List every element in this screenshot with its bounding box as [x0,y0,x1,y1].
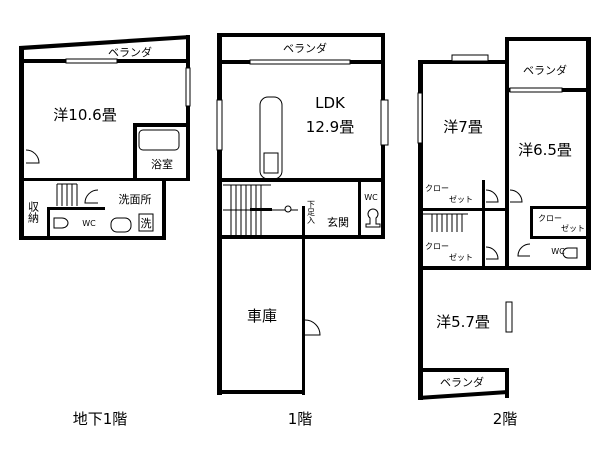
kitchen-counter [259,96,283,180]
bay-window [451,54,489,62]
window [65,58,118,64]
window [417,92,423,144]
window [216,99,223,151]
room-label: 浴室 [151,157,173,171]
room-label: ベランダ [108,45,152,59]
floor-caption: 地下1階 [73,410,128,428]
bay-window [380,99,389,146]
window [249,59,351,65]
stairs-icon [223,184,298,235]
closet-label: ゼット [449,194,473,204]
room-label: ベランダ [440,375,484,389]
door-swing-icon [25,149,40,164]
toilet-icon [562,247,578,259]
stove-icon [263,152,279,174]
closet-label: クロー [425,184,449,193]
room-label: 洗 [141,217,152,230]
door-swing-icon [84,189,99,204]
door-swing-icon [304,319,321,336]
room-label: 収納 [27,201,40,224]
room-label: 洗面所 [119,193,152,206]
second-floor: ベランダ 洋7畳 洋6.5畳 クロー ゼット クロー ゼット クロー ゼット W… [417,37,591,428]
room-label: 玄関 [327,215,349,229]
room-label: 下足入 [307,200,316,224]
closet-label: クロー [538,214,562,223]
stairs-icon [56,183,78,206]
bathtub-icon [138,129,180,151]
closet-label: ゼット [561,223,585,233]
toilet-icon [53,217,69,229]
room-label: WC [364,193,378,202]
room-label: 12.9畳 [306,118,354,136]
window [185,67,191,107]
room-label: WC [82,219,96,228]
closet-label: ゼット [449,252,473,262]
bay-window [505,301,513,333]
room-label: 洋5.7畳 [436,313,490,331]
room-label: WC [551,247,565,256]
room-label: 洋7畳 [443,118,483,136]
floor-caption: 1階 [288,410,313,428]
stairs-icon [423,213,468,232]
first-floor: ベランダ LDK 12.9畳 WC 玄関 下足入 車庫 1階 [216,33,389,428]
room-label: ベランダ [283,41,327,55]
window [509,87,563,93]
basement-floor: ベランダ 洋10.6畳 浴室 洗面所 収納 WC 洗 地下1階 [19,35,191,428]
room-label: LDK [315,94,346,112]
door-swing-icon [485,189,531,260]
toilet-icon [365,208,381,228]
sink-icon [110,217,132,233]
closet-label: クロー [425,242,449,251]
room-label: 車庫 [247,307,277,325]
room-label: 洋6.5畳 [518,141,572,159]
floor-caption: 2階 [493,410,518,428]
washer-icon [138,213,154,232]
room-label: ベランダ [523,63,567,77]
room-label: 洋10.6畳 [53,106,116,124]
